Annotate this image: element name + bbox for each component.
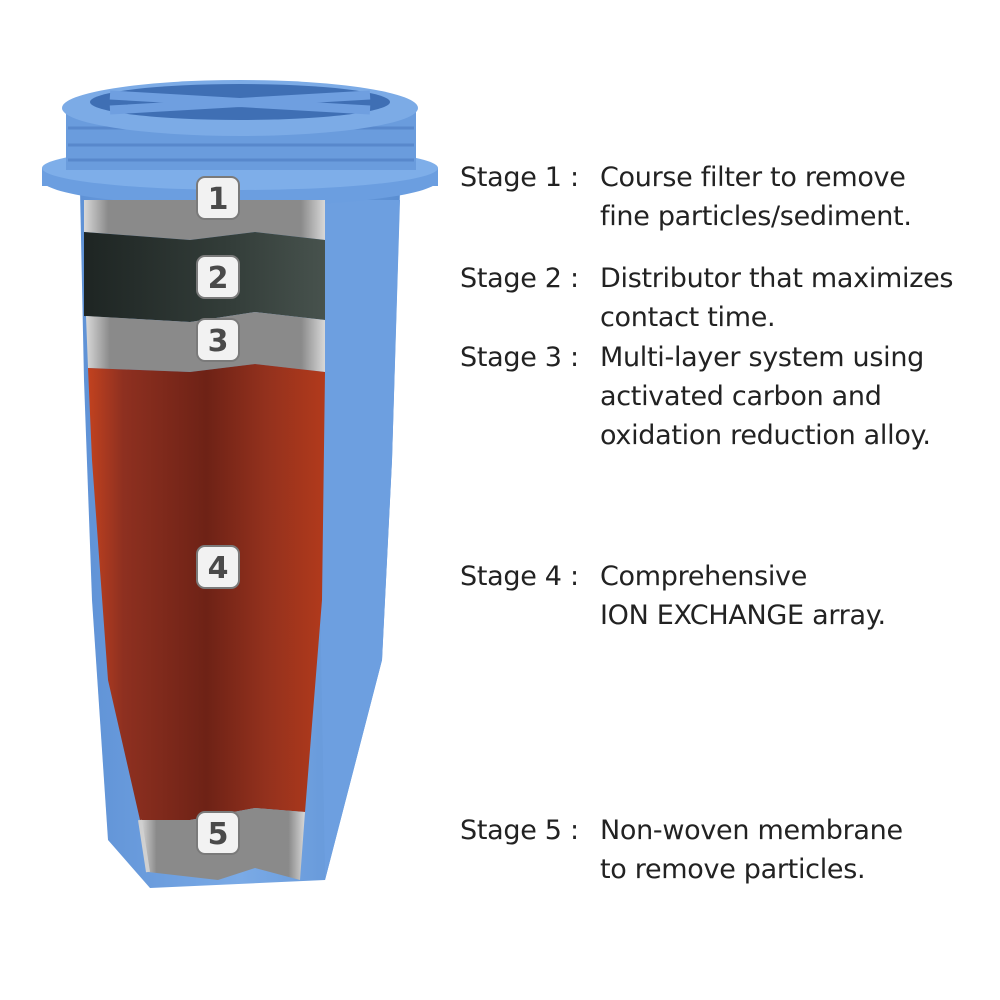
badge-1: 1 xyxy=(196,176,240,220)
stage-text: to remove particles. xyxy=(600,854,866,885)
stage-label: Stage 1 : xyxy=(460,162,579,193)
badge-5: 5 xyxy=(196,811,240,855)
svg-text:5: 5 xyxy=(208,817,229,852)
cartridge-cap xyxy=(42,80,438,206)
stage-text: Non-woven membrane xyxy=(600,815,903,846)
stage-2-description: Stage 2 : Distributor that maximizes cont… xyxy=(460,259,953,337)
stage-text: oxidation reduction alloy. xyxy=(600,420,931,451)
stage-3-description: Stage 3 : Multi-layer system using activa… xyxy=(460,338,931,455)
stage-text: Course filter to remove xyxy=(600,162,906,193)
stage-label: Stage 2 : xyxy=(460,263,579,294)
svg-text:3: 3 xyxy=(208,324,229,359)
svg-text:4: 4 xyxy=(208,551,229,586)
stage-text: Multi-layer system using xyxy=(600,342,924,373)
stage-text: activated carbon and xyxy=(600,381,882,412)
stage-4-description: Stage 4 : Comprehensive ION EXCHANGE arra… xyxy=(460,557,886,635)
stage-label: Stage 3 : xyxy=(460,342,579,373)
svg-text:2: 2 xyxy=(208,261,229,296)
stage-1-description: Stage 1 : Course filter to remove fine pa… xyxy=(460,158,912,236)
svg-text:1: 1 xyxy=(208,182,229,217)
stage-text: Comprehensive xyxy=(600,561,808,592)
badge-2: 2 xyxy=(196,255,240,299)
stage-label: Stage 4 : xyxy=(460,561,579,592)
stage-text: Distributor that maximizes xyxy=(600,263,954,294)
stage-label: Stage 5 : xyxy=(460,815,579,846)
badge-4: 4 xyxy=(196,545,240,589)
badge-3: 3 xyxy=(196,318,240,362)
stage-5-description: Stage 5 : Non-woven membrane to remove pa… xyxy=(460,811,903,889)
stage-text: contact time. xyxy=(600,302,776,333)
stage-text: ION EXCHANGE array. xyxy=(600,600,886,631)
stage-text: fine particles/sediment. xyxy=(600,201,912,232)
